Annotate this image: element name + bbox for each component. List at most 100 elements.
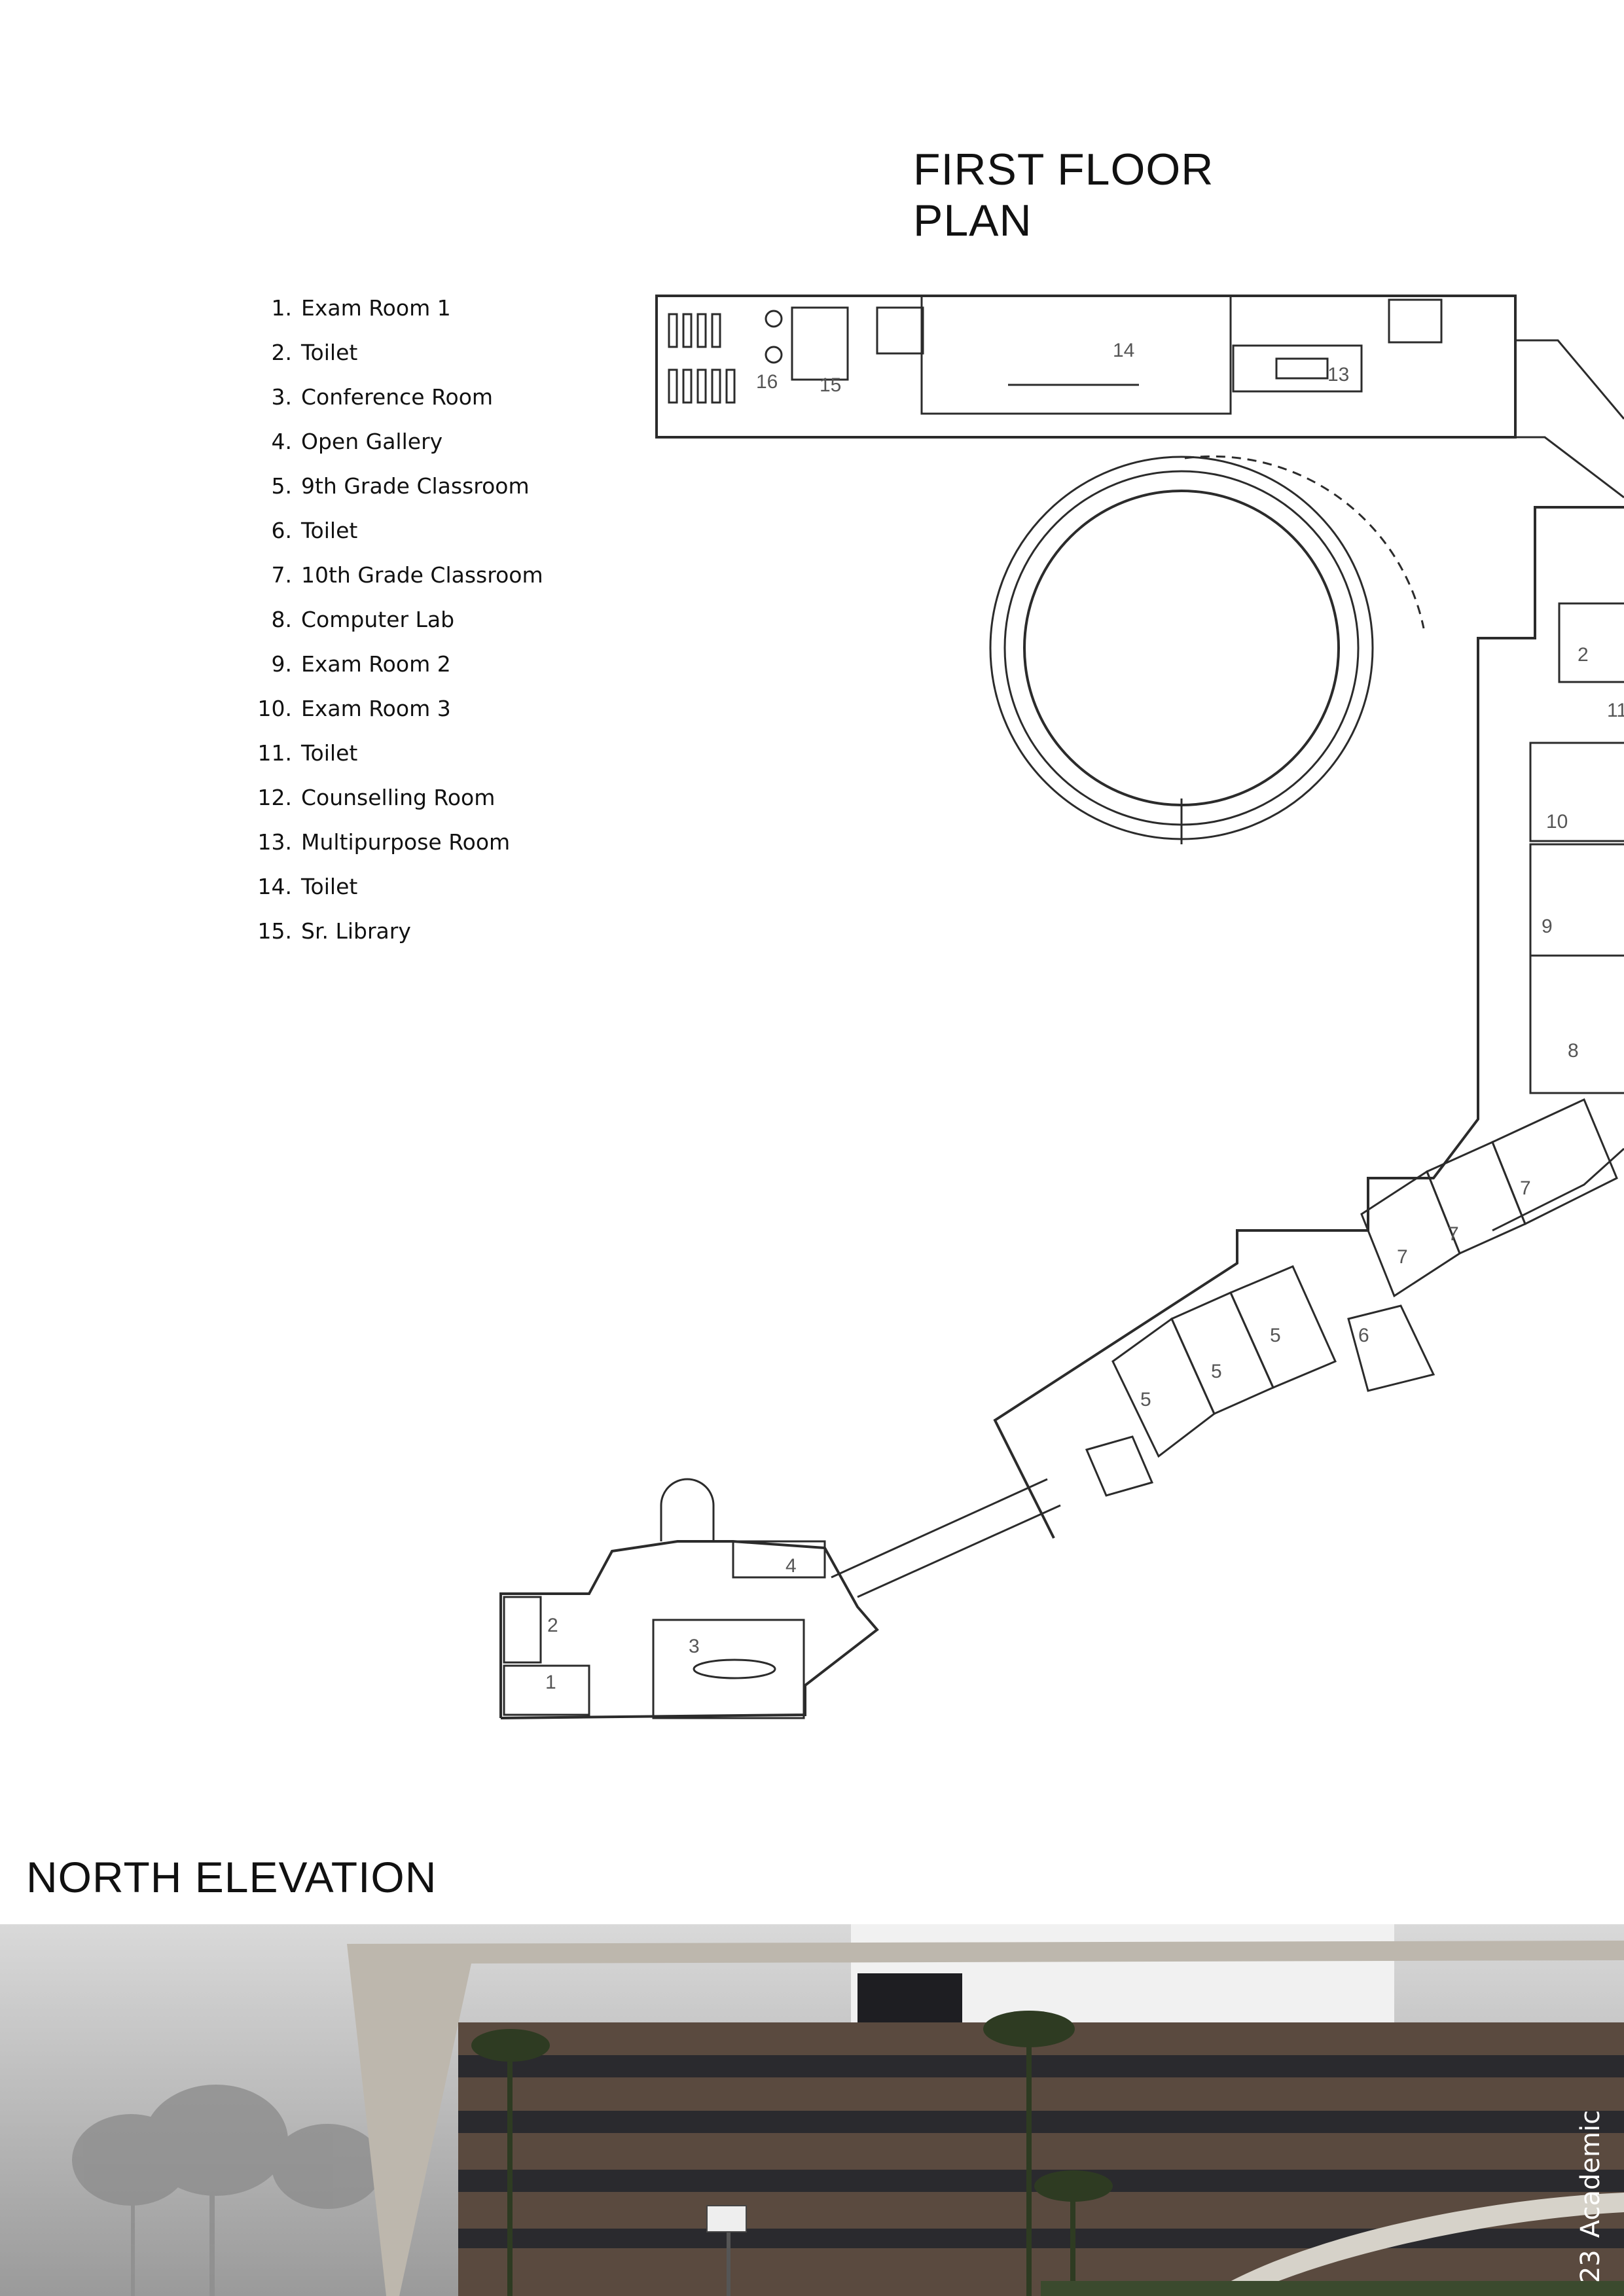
room-number: 7 <box>1520 1177 1531 1199</box>
hoop-pole <box>727 2212 731 2296</box>
legend-item: 15. Sr. Library <box>249 914 543 959</box>
shelf <box>668 313 678 348</box>
room-8-outline <box>1529 954 1624 1094</box>
legend-label: Toilet <box>301 518 358 543</box>
shelf <box>682 368 693 404</box>
legend-label: Sr. Library <box>301 918 411 944</box>
shelf <box>711 313 721 348</box>
room-number: 8 <box>1568 1040 1579 1062</box>
spine-inner-wall <box>1492 1147 1624 1232</box>
legend-item: 5. 9th Grade Classroom <box>249 469 543 514</box>
right-spine <box>831 506 1624 1598</box>
room-1-outline <box>503 1664 590 1716</box>
room-legend: 1.Exam Room 1 2. Toilet 3.Conference Room… <box>249 291 543 959</box>
legend-label: Multipurpose Room <box>301 829 511 855</box>
floor-plan-drawing: 14 13 15 16 2 11 10 9 8 7 7 7 6 5 5 5 4 … <box>484 281 1624 1787</box>
bridge-wall <box>831 1478 1048 1579</box>
legend-number: 12. <box>257 785 292 810</box>
legend-number: 4. <box>271 429 293 454</box>
room-number: 6 <box>1358 1325 1369 1346</box>
legend-label: Toilet <box>301 740 358 766</box>
shelf <box>725 368 736 404</box>
legend-label: Computer Lab <box>301 607 455 632</box>
legend-item: 2. Toilet <box>249 336 543 380</box>
stair-5 <box>1085 1435 1154 1497</box>
court-inner-ring <box>1023 490 1340 806</box>
bottom-left-wing <box>499 1478 879 1719</box>
room-4-outline <box>732 1540 826 1579</box>
legend-item: 1.Exam Room 1 <box>249 291 543 336</box>
shelf <box>696 368 707 404</box>
legend-item: 12. Counselling Room <box>249 781 543 825</box>
room-2-outline <box>503 1596 542 1664</box>
legend-item: 8. Computer Lab <box>249 603 543 647</box>
legend-number: 2. <box>271 340 293 365</box>
room-12-outline <box>1558 602 1624 683</box>
top-right-stair <box>1388 298 1443 344</box>
hoop-backboard <box>706 2205 747 2233</box>
room-number: 1 <box>545 1672 556 1693</box>
north-elevation-render: 23 Academic <box>0 1924 1624 2296</box>
palm-trees <box>471 2011 1113 2296</box>
legend-label: Open Gallery <box>301 429 443 454</box>
legend-number: 15. <box>257 918 292 944</box>
legend-number: 6. <box>271 518 293 543</box>
room-9-outline <box>1529 843 1624 957</box>
room-number: 4 <box>785 1555 797 1577</box>
court-dashed-arc <box>1184 455 1425 629</box>
legend-label: Exam Room 1 <box>301 295 451 321</box>
top-wing-outline <box>655 295 1517 439</box>
legend-number: 3. <box>271 384 293 410</box>
fog-trees <box>72 2085 383 2296</box>
legend-number: 8. <box>271 607 293 632</box>
legend-number: 5. <box>271 473 293 499</box>
room-3-outline <box>652 1619 805 1719</box>
top-wing-ramp <box>1515 436 1624 499</box>
room-number: 11 <box>1607 700 1624 721</box>
conference-table <box>693 1659 776 1679</box>
legend-number: 13. <box>257 829 292 855</box>
room-7-outline <box>1360 1170 1461 1298</box>
room-15-stacks <box>791 306 849 381</box>
legend-label: Counselling Room <box>301 785 496 810</box>
shelf <box>711 368 721 404</box>
legend-item: 4. Open Gallery <box>249 425 543 469</box>
page-number: 23 <box>1576 2250 1606 2283</box>
central-court <box>989 455 1425 844</box>
room-5-outline <box>1111 1317 1216 1458</box>
room-number: 7 <box>1448 1223 1459 1245</box>
room-7-outline <box>1491 1098 1618 1226</box>
legend-label: Toilet <box>301 874 358 899</box>
ramp <box>1204 2193 1624 2296</box>
legend-label: Toilet <box>301 340 358 365</box>
top-wing-ramp <box>1515 339 1624 420</box>
spiral-stair <box>660 1478 715 1541</box>
legend-label: 10th Grade Classroom <box>301 562 543 588</box>
court-middle-ring <box>1003 470 1360 826</box>
room-number: 2 <box>1578 644 1589 666</box>
legend-number: 11. <box>257 740 292 766</box>
legend-item: 6. Toilet <box>249 514 543 558</box>
room-number: 15 <box>820 374 841 396</box>
room-13-table <box>1275 357 1329 380</box>
section-name: Academic <box>1576 2109 1606 2238</box>
room-6-outline <box>1347 1304 1435 1392</box>
room-number: 9 <box>1542 916 1553 937</box>
legend-label: 9th Grade Classroom <box>301 473 530 499</box>
top-stair <box>876 306 924 355</box>
room-number: 3 <box>689 1636 700 1657</box>
room-number: 14 <box>1113 340 1134 361</box>
room-13-outline <box>1232 344 1363 393</box>
room-number: 5 <box>1140 1389 1151 1410</box>
page-side-label: 23 Academic <box>1576 2110 1606 2283</box>
hedge <box>1041 2281 1624 2296</box>
room-number: 13 <box>1327 364 1349 386</box>
room-number: 5 <box>1211 1361 1222 1382</box>
legend-number: 10. <box>257 696 292 721</box>
bridge-wall <box>857 1504 1061 1598</box>
legend-item: 3.Conference Room <box>249 380 543 425</box>
room-number: 16 <box>756 371 778 393</box>
legend-item: 10.Exam Room 3 <box>249 692 543 736</box>
legend-item: 9.Exam Room 2 <box>249 647 543 692</box>
room-10-outline <box>1529 742 1624 842</box>
